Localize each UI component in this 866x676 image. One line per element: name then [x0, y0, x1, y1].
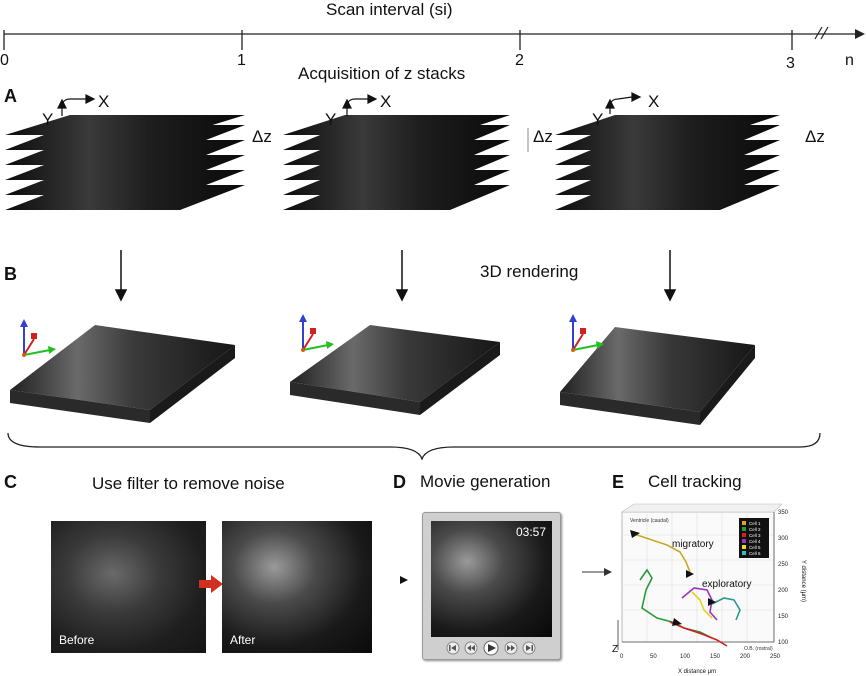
track-cell-6	[711, 597, 741, 621]
legend-swatch	[742, 539, 746, 543]
legend-label: Cell 5	[749, 545, 761, 550]
x-tick-label: 250	[770, 654, 781, 660]
z-axis-label: Z	[612, 644, 618, 655]
migratory-annotation: migratory	[672, 539, 714, 550]
stack2-delta-z: Δz	[533, 127, 553, 146]
tracking-chart: Ventricle (caudal) O.B. (rostral) migrat…	[612, 503, 806, 675]
legend-swatch	[742, 551, 746, 555]
y-tick-label: 200	[778, 588, 789, 594]
stack3-y-label: Y	[592, 110, 604, 129]
filter-arrow-icon	[199, 575, 223, 593]
tick-1: 1	[237, 52, 246, 69]
track-cell-5	[691, 591, 713, 619]
rewind-start-button	[446, 641, 460, 655]
y-tick-label: 350	[778, 510, 789, 516]
panel-c-letter: C	[4, 472, 17, 492]
skip-end-button	[522, 641, 536, 655]
legend-swatch	[742, 521, 746, 525]
panel-d-letter: D	[393, 472, 406, 492]
legend-label: Cell 3	[749, 533, 761, 538]
after-label: After	[230, 633, 256, 647]
stack2-x-label: X	[380, 92, 392, 111]
ob-label: O.B. (rostral)	[744, 646, 773, 652]
legend-label: Cell 1	[749, 521, 761, 526]
z-stack-2	[283, 115, 510, 210]
legend-label: Cell 6	[749, 551, 761, 556]
player-controls	[446, 640, 536, 656]
tick-0: 0	[0, 52, 9, 69]
legend-swatch	[742, 545, 746, 549]
tick-2: 2	[515, 52, 524, 69]
rendered-volume-2	[290, 325, 500, 415]
axis-glyph-3	[569, 314, 604, 352]
legend-label: Cell 2	[749, 527, 761, 532]
panel-d-caption: Movie generation	[420, 472, 551, 491]
panel-e-caption: Cell tracking	[648, 472, 742, 491]
before-image: Before	[51, 521, 206, 653]
rewind-button	[464, 641, 478, 655]
axis-glyph-1	[20, 319, 56, 357]
timeline-subtitle: Acquisition of z stacks	[298, 64, 466, 83]
x-axis-label: X distance µm	[678, 669, 716, 675]
tick-3: 3	[786, 55, 795, 72]
exploratory-annotation: exploratory	[702, 579, 751, 590]
stack3-delta-z: Δz	[805, 127, 825, 146]
track-cell-4	[681, 587, 718, 621]
y-tick-label: 300	[778, 536, 789, 542]
ventricle-label: Ventricle (caudal)	[630, 518, 669, 524]
stack1-x-label: X	[98, 92, 110, 111]
y-tick-label: 150	[778, 614, 789, 620]
panel-b-caption: 3D rendering	[480, 262, 579, 281]
timeline-axis	[3, 26, 865, 50]
rendering-diagrams	[7, 250, 821, 460]
timeline-title: Scan interval (si)	[326, 0, 453, 19]
legend-label: Cell 4	[749, 539, 761, 544]
z-stack-diagrams	[5, 92, 780, 210]
stack2-y-label: Y	[325, 110, 337, 129]
movie-player[interactable]: 03:57	[422, 512, 561, 660]
stack1-y-label: Y	[42, 110, 54, 129]
y-tick-label: 250	[778, 562, 789, 568]
arrow-to-tracking-icon	[582, 568, 612, 576]
stack1-delta-z: Δz	[252, 127, 272, 146]
x-tick-label: 50	[650, 654, 657, 660]
track-cell-1	[633, 533, 691, 573]
movie-frame: 03:57	[431, 521, 552, 637]
axis-glyph-2	[299, 314, 334, 352]
x-ticks: 0 50 100 150 200 250	[620, 654, 781, 660]
track-cell-3	[669, 621, 728, 647]
play-button	[483, 640, 499, 656]
panel-a-letter: A	[4, 86, 17, 106]
panel-b-letter: B	[4, 264, 17, 284]
small-arrow-icon	[400, 576, 408, 584]
movie-timestamp: 03:57	[515, 525, 546, 539]
after-image: After	[222, 521, 372, 653]
before-label: Before	[59, 633, 95, 647]
x-tick-label: 200	[740, 654, 751, 660]
z-stack-1	[5, 115, 245, 210]
panel-e-letter: E	[612, 472, 625, 492]
rendered-volume-1	[10, 325, 235, 423]
y-ticks: 100 150 200 250 300 350	[778, 510, 789, 646]
tick-n: n	[845, 52, 854, 69]
grouping-brace	[7, 432, 821, 460]
x-tick-label: 0	[620, 654, 624, 660]
x-tick-label: 100	[680, 654, 691, 660]
legend-swatch	[742, 527, 746, 531]
x-tick-label: 150	[710, 654, 721, 660]
y-axis-label: Y distance (µm)	[800, 560, 806, 602]
stack3-x-label: X	[648, 92, 660, 111]
panel-c-caption: Use filter to remove noise	[92, 474, 285, 493]
z-stack-3	[555, 115, 780, 210]
fast-forward-button	[504, 641, 518, 655]
rendered-volume-3	[560, 327, 755, 425]
y-tick-label: 100	[778, 640, 789, 646]
legend-swatch	[742, 533, 746, 537]
